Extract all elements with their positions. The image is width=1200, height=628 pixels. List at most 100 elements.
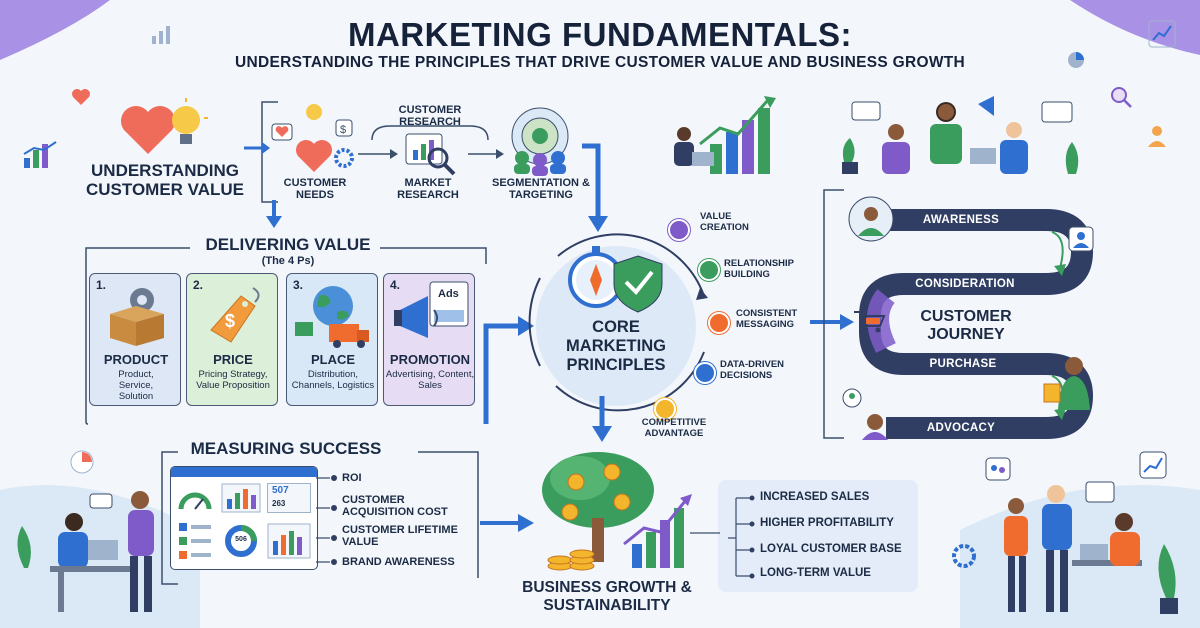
outcome-higher-profitability: HIGHER PROFITABILITY bbox=[760, 517, 894, 529]
principle-dot-value-creation bbox=[668, 219, 690, 241]
dashboard-titlebar bbox=[171, 467, 317, 477]
metric-connectors bbox=[316, 475, 337, 565]
arrow-delivering-to-core bbox=[483, 316, 534, 424]
journey-stage-consideration: CONSIDERATION bbox=[915, 278, 1015, 290]
delivering-subtitle: (The 4 Ps) bbox=[261, 255, 315, 267]
principle-dot-data-driven bbox=[694, 362, 716, 384]
card-place: 3. PLACE Distribution, Channels, Logisti… bbox=[286, 273, 378, 406]
core-title: CORE MARKETING PRINCIPLES bbox=[566, 318, 666, 374]
principle-dot-competitive bbox=[654, 398, 676, 420]
card-promotion-desc: Advertising, Content, Sales bbox=[385, 369, 475, 391]
step-segmentation-targeting: SEGMENTATION & TARGETING bbox=[492, 177, 590, 202]
measuring-frame bbox=[161, 451, 479, 585]
metric-acquisition-cost: CUSTOMER ACQUISITION COST bbox=[342, 494, 448, 519]
arrow-measuring-to-growth bbox=[480, 514, 534, 532]
step-customer-needs: CUSTOMER NEEDS bbox=[283, 177, 347, 202]
user-icon bbox=[1148, 126, 1166, 147]
delivering-frame bbox=[85, 247, 487, 425]
corner-decoration-right bbox=[1070, 0, 1200, 55]
journey-stage-purchase: PURCHASE bbox=[929, 358, 997, 370]
card-price: 2. $ PRICE Pricing Strategy, Value Propo… bbox=[186, 273, 278, 406]
office-people-right bbox=[952, 451, 1178, 614]
card-promotion: 4. Ads PROMOTION Advertising, Content, S… bbox=[383, 273, 475, 406]
corner-decoration-left bbox=[0, 0, 110, 60]
outcome-loyal-customer-base: LOYAL CUSTOMER BASE bbox=[760, 543, 902, 555]
delivering-title: DELIVERING VALUE bbox=[205, 235, 371, 254]
card-product-number: 1. bbox=[96, 278, 107, 292]
card-place-desc: Distribution, Channels, Logistics bbox=[291, 369, 375, 391]
core-principles-circle bbox=[528, 233, 708, 412]
bar-chart-widget bbox=[221, 483, 261, 513]
money-tree-illustration bbox=[542, 452, 692, 571]
list-widget bbox=[179, 523, 211, 559]
bar-chart-widget-2 bbox=[267, 523, 311, 559]
step-market-research: MARKET RESEARCH bbox=[397, 177, 459, 202]
journey-stage-awareness: AWARENESS bbox=[922, 214, 1000, 226]
metric-roi: ROI bbox=[342, 472, 362, 484]
principle-data-driven-decisions: DATA-DRIVEN DECISIONS bbox=[720, 359, 785, 381]
customer-needs-icon: $ bbox=[271, 104, 354, 172]
journey-frame bbox=[823, 189, 844, 439]
card-price-title: PRICE bbox=[213, 352, 253, 367]
journey-stage-advocacy: ADVOCACY bbox=[926, 422, 996, 434]
arrow-needs-to-research bbox=[358, 149, 398, 159]
arrow-segmentation-to-core bbox=[582, 143, 608, 232]
avatar-awareness bbox=[848, 196, 894, 242]
principle-competitive-advantage: COMPETITIVE ADVANTAGE bbox=[641, 417, 707, 439]
pie-chart-icon bbox=[1068, 52, 1084, 68]
donut-value: 506 bbox=[235, 536, 247, 543]
card-price-desc: Pricing Strategy, Value Proposition bbox=[196, 369, 270, 391]
card-place-title: PLACE bbox=[310, 352, 356, 367]
growth-chart-icon bbox=[1148, 20, 1176, 48]
target-audience-icon bbox=[511, 107, 569, 176]
search-icon bbox=[1111, 87, 1132, 108]
principle-dot-consistent bbox=[708, 312, 730, 334]
gauge-widget bbox=[178, 492, 212, 510]
kpi-widget: 507 263 bbox=[267, 483, 311, 513]
card-price-number: 2. bbox=[193, 278, 204, 292]
page-subtitle: UNDERSTANDING THE PRINCIPLES THAT DRIVE … bbox=[234, 54, 966, 71]
arrow-research-to-segmentation bbox=[468, 149, 504, 159]
arrow-into-research bbox=[244, 142, 270, 154]
heart-bulb-illustration bbox=[121, 98, 208, 154]
donut-widget bbox=[225, 525, 257, 557]
page-title: MARKETING FUNDAMENTALS: bbox=[347, 16, 852, 53]
outcomes-panel: INCREASED SALES HIGHER PROFITABILITY LOY… bbox=[718, 480, 918, 592]
ads-label: Ads bbox=[438, 288, 459, 300]
price-tag-icon: $ bbox=[210, 287, 260, 343]
card-product: 1. PRODUCT Product, Service, Solution bbox=[89, 273, 181, 406]
shopping-cart-icon bbox=[854, 311, 886, 333]
outcome-increased-sales: INCREASED SALES bbox=[760, 491, 870, 503]
principle-value-creation: VALUE CREATION bbox=[700, 211, 749, 233]
team-illustration bbox=[842, 96, 1079, 174]
metric-brand-awareness: BRAND AWARENESS bbox=[342, 556, 455, 568]
understanding-title: UNDERSTANDING CUSTOMER VALUE bbox=[85, 161, 245, 199]
growth-chart-illustration bbox=[674, 96, 776, 174]
principle-relationship-building: RELATIONSHIP BUILDING bbox=[724, 258, 794, 280]
office-people-left bbox=[17, 450, 154, 612]
user-badge-icon bbox=[1068, 226, 1094, 252]
arrow-core-to-growth bbox=[592, 396, 612, 442]
arrow-core-to-journey bbox=[810, 314, 854, 330]
step-customer-research: CUSTOMER RESEARCH bbox=[398, 104, 462, 129]
globe-truck-icon bbox=[295, 286, 369, 348]
outcome-long-term-value: LONG-TERM VALUE bbox=[760, 567, 871, 579]
dashboard-panel: 507 263 506 bbox=[170, 466, 318, 570]
journey-title: CUSTOMER JOURNEY bbox=[920, 308, 1012, 344]
outcome-bracket bbox=[728, 495, 755, 579]
kpi-value-1: 507 bbox=[272, 485, 289, 496]
svg-text:$: $ bbox=[340, 124, 346, 136]
box-gear-icon bbox=[110, 288, 164, 346]
card-place-number: 3. bbox=[293, 278, 304, 292]
metric-lifetime-value: CUSTOMER LIFETIME VALUE bbox=[342, 524, 458, 549]
card-promotion-number: 4. bbox=[390, 278, 401, 292]
shopper-illustration bbox=[1043, 357, 1090, 410]
svg-text:$: $ bbox=[225, 311, 235, 331]
principle-consistent-messaging: CONSISTENT MESSAGING bbox=[736, 308, 798, 330]
measuring-title: MEASURING SUCCESS bbox=[190, 439, 382, 458]
arrow-understanding-to-delivering bbox=[266, 200, 282, 228]
research-bracket bbox=[371, 125, 489, 141]
card-promotion-title: PROMOTION bbox=[389, 352, 471, 367]
card-product-desc: Product, Service, Solution bbox=[118, 369, 154, 402]
megaphone-ads-icon bbox=[394, 281, 469, 338]
